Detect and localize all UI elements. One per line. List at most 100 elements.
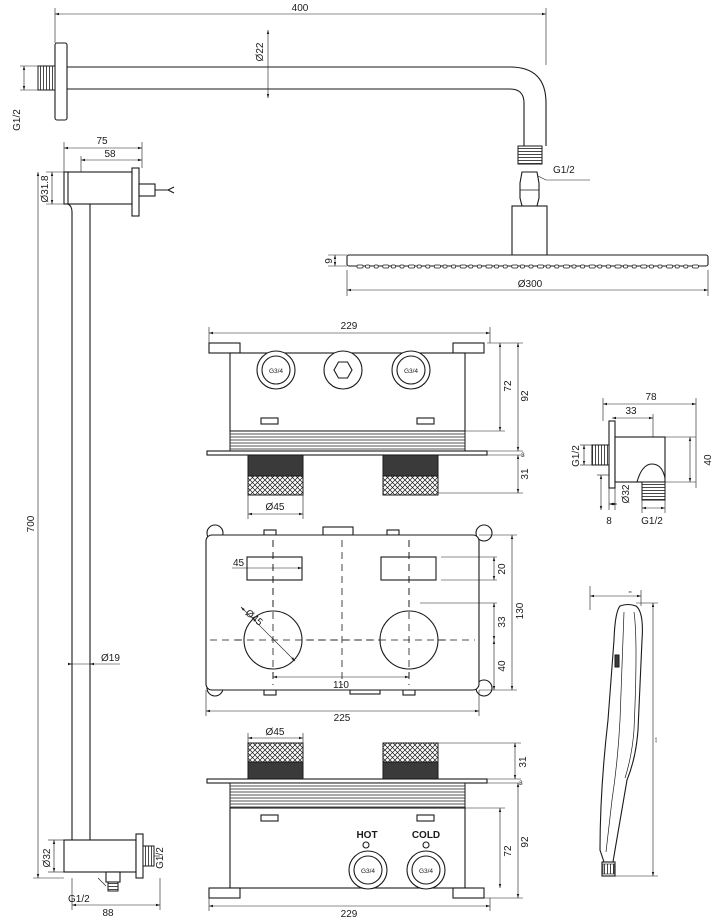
box-port-left-label: G3/4: [269, 368, 283, 375]
box-port-right: [391, 350, 431, 390]
rail-length-label: 700: [26, 515, 37, 532]
plate-width-label: 225: [334, 713, 351, 724]
nozzle: [373, 264, 379, 269]
nozzle: [666, 264, 673, 269]
box-top-knob-right: [382, 475, 439, 496]
nozzle: [416, 264, 422, 269]
knob-height-label: 31: [520, 468, 531, 480]
rail-top-bracket: [66, 171, 133, 205]
elbow-width-label: 78: [645, 392, 657, 403]
nozzle: [606, 264, 611, 269]
nozzle: [451, 264, 456, 269]
rail-top-holder: [131, 167, 140, 217]
plate-knob-label: 45: [233, 558, 245, 569]
bottom-knob-diameter-label: Ø45: [266, 727, 285, 738]
bottom-plate: [206, 778, 488, 784]
box-top-fins: [229, 430, 466, 452]
rail-flange-label: Ø31.8: [40, 175, 51, 203]
nozzle: [580, 264, 585, 269]
rail-thread-right-label: G1/2: [155, 847, 166, 869]
hand-shower-body: [599, 603, 643, 863]
arm-wall-flange: [54, 42, 68, 121]
arm-thread-label: G1/2: [12, 109, 23, 131]
rail-bottom-outlet-thread: [107, 881, 119, 892]
elbow-height-label: 40: [703, 454, 714, 466]
bottom-knob-right: [382, 742, 439, 763]
knob-diameter-top-label: Ø45: [266, 502, 285, 513]
head-swivel: [519, 171, 540, 207]
arm-diameter-label: Ø22: [255, 42, 266, 61]
elbow-thread-bottom-label: G1/2: [641, 516, 663, 527]
nozzle: [434, 264, 441, 269]
box-depth-total-label: 92: [520, 390, 531, 402]
nozzle: [537, 264, 544, 269]
elbow-inlet-thread: [591, 444, 610, 466]
shower-head: 9 Ø300: [324, 254, 709, 296]
nozzle: [382, 264, 390, 269]
arm-outlet-thread-label: G1/2: [553, 165, 575, 176]
box-center-nut: [333, 361, 353, 379]
rail-diameter-label: Ø19: [101, 653, 120, 664]
nozzle: [408, 264, 415, 269]
box-port-right-label: G3/4: [404, 368, 418, 375]
head-nozzles: [356, 264, 699, 269]
box-top-knob-right-cap: [382, 454, 439, 477]
rail-bottom-bracket: [63, 839, 137, 873]
bottom-fins: [229, 782, 466, 809]
trim-plate-front: 45 Ø45 110 225 130 20 33 40: [205, 524, 526, 724]
bottom-port-right: [406, 850, 446, 890]
nozzle: [597, 264, 603, 269]
arm-tube-bottom: [67, 88, 525, 146]
nozzle: [631, 264, 637, 269]
rail-bottom-width-label: 88: [102, 908, 114, 919]
nozzle: [520, 264, 525, 269]
nozzle: [657, 264, 663, 269]
bottom-lug-left: [208, 887, 241, 899]
rail-bottom-holder: [135, 833, 144, 879]
box-top-lug-right: [452, 342, 485, 354]
nozzle: [442, 264, 448, 269]
rail-bottom-flange-label: Ø32: [42, 848, 53, 867]
bottom-knob-right-cap: [382, 761, 439, 780]
rail-pin: [155, 186, 175, 194]
box-depth-inner-label: 72: [503, 380, 514, 392]
bottom-lug-right: [452, 887, 485, 899]
wall-elbow: 78 33 40 G1/2 Ø32 8 G1/2: [571, 392, 714, 527]
plate-top-nut: [322, 526, 354, 536]
shower-arm: 400 Ø22 G1/2 G1/2: [12, 3, 590, 256]
nozzle: [528, 264, 534, 269]
slide-rail: 75 58 Ø31.8 700 Ø19 Ø32 88 G1/2 G1/2: [26, 136, 175, 919]
hot-label: HOT: [356, 830, 377, 841]
bottom-knob-left-cap: [247, 761, 304, 780]
box-port-left: [256, 350, 296, 390]
nozzle: [649, 264, 654, 269]
bottom-depth-total-label: 92: [520, 836, 531, 848]
elbow-body: [614, 436, 666, 483]
head-connector: [511, 205, 548, 256]
box-width-top-label: 229: [341, 321, 358, 332]
rail-pin-body: [138, 183, 156, 197]
box-top-lug-left: [208, 342, 241, 354]
nozzle: [356, 264, 364, 269]
plate-span-label: 110: [333, 680, 349, 691]
elbow-offset-label: 33: [625, 406, 637, 417]
plate-thickness-label: 3: [521, 452, 525, 459]
nozzle: [683, 264, 689, 269]
plate-slot-right: [380, 556, 437, 581]
bottom-port-left-label: G3/4: [361, 868, 375, 875]
rail-offset-label: 75: [96, 136, 108, 147]
valve-box-top: G3/4 G3/4 229 72 92 3 31 Ø45: [206, 321, 531, 519]
nozzle: [399, 264, 405, 269]
hand-shower-button: [614, 654, 620, 668]
bottom-port-right-label: G3/4: [419, 868, 433, 875]
plate-mount-tr: [475, 524, 493, 542]
nozzle: [692, 264, 699, 269]
rail-tube-left: [67, 203, 73, 840]
arm-tube-top: [67, 66, 547, 146]
nozzle: [588, 264, 596, 269]
rail-top-flange: [63, 171, 69, 205]
arm-length-label: 400: [292, 3, 309, 14]
plate-dim-b-label: 33: [497, 616, 508, 628]
bottom-width-label: 229: [341, 909, 358, 920]
